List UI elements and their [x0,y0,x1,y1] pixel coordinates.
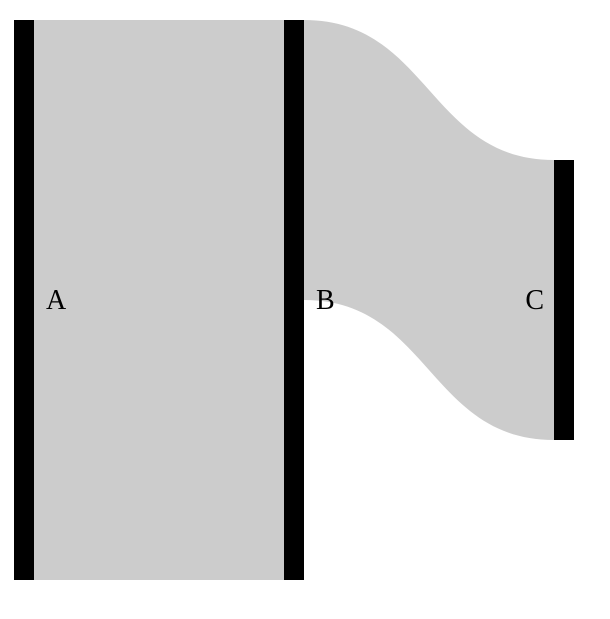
node-C [554,160,574,440]
node-label-B: B [316,285,335,316]
node-A [14,20,34,580]
link-B-C [304,20,554,440]
link-A-B [34,20,284,580]
node-B [284,20,304,580]
node-label-C: C [525,285,544,316]
sankey-links [34,20,554,580]
node-label-A: A [46,285,67,316]
sankey-nodes [14,20,574,580]
sankey-labels: A B C [46,285,544,316]
